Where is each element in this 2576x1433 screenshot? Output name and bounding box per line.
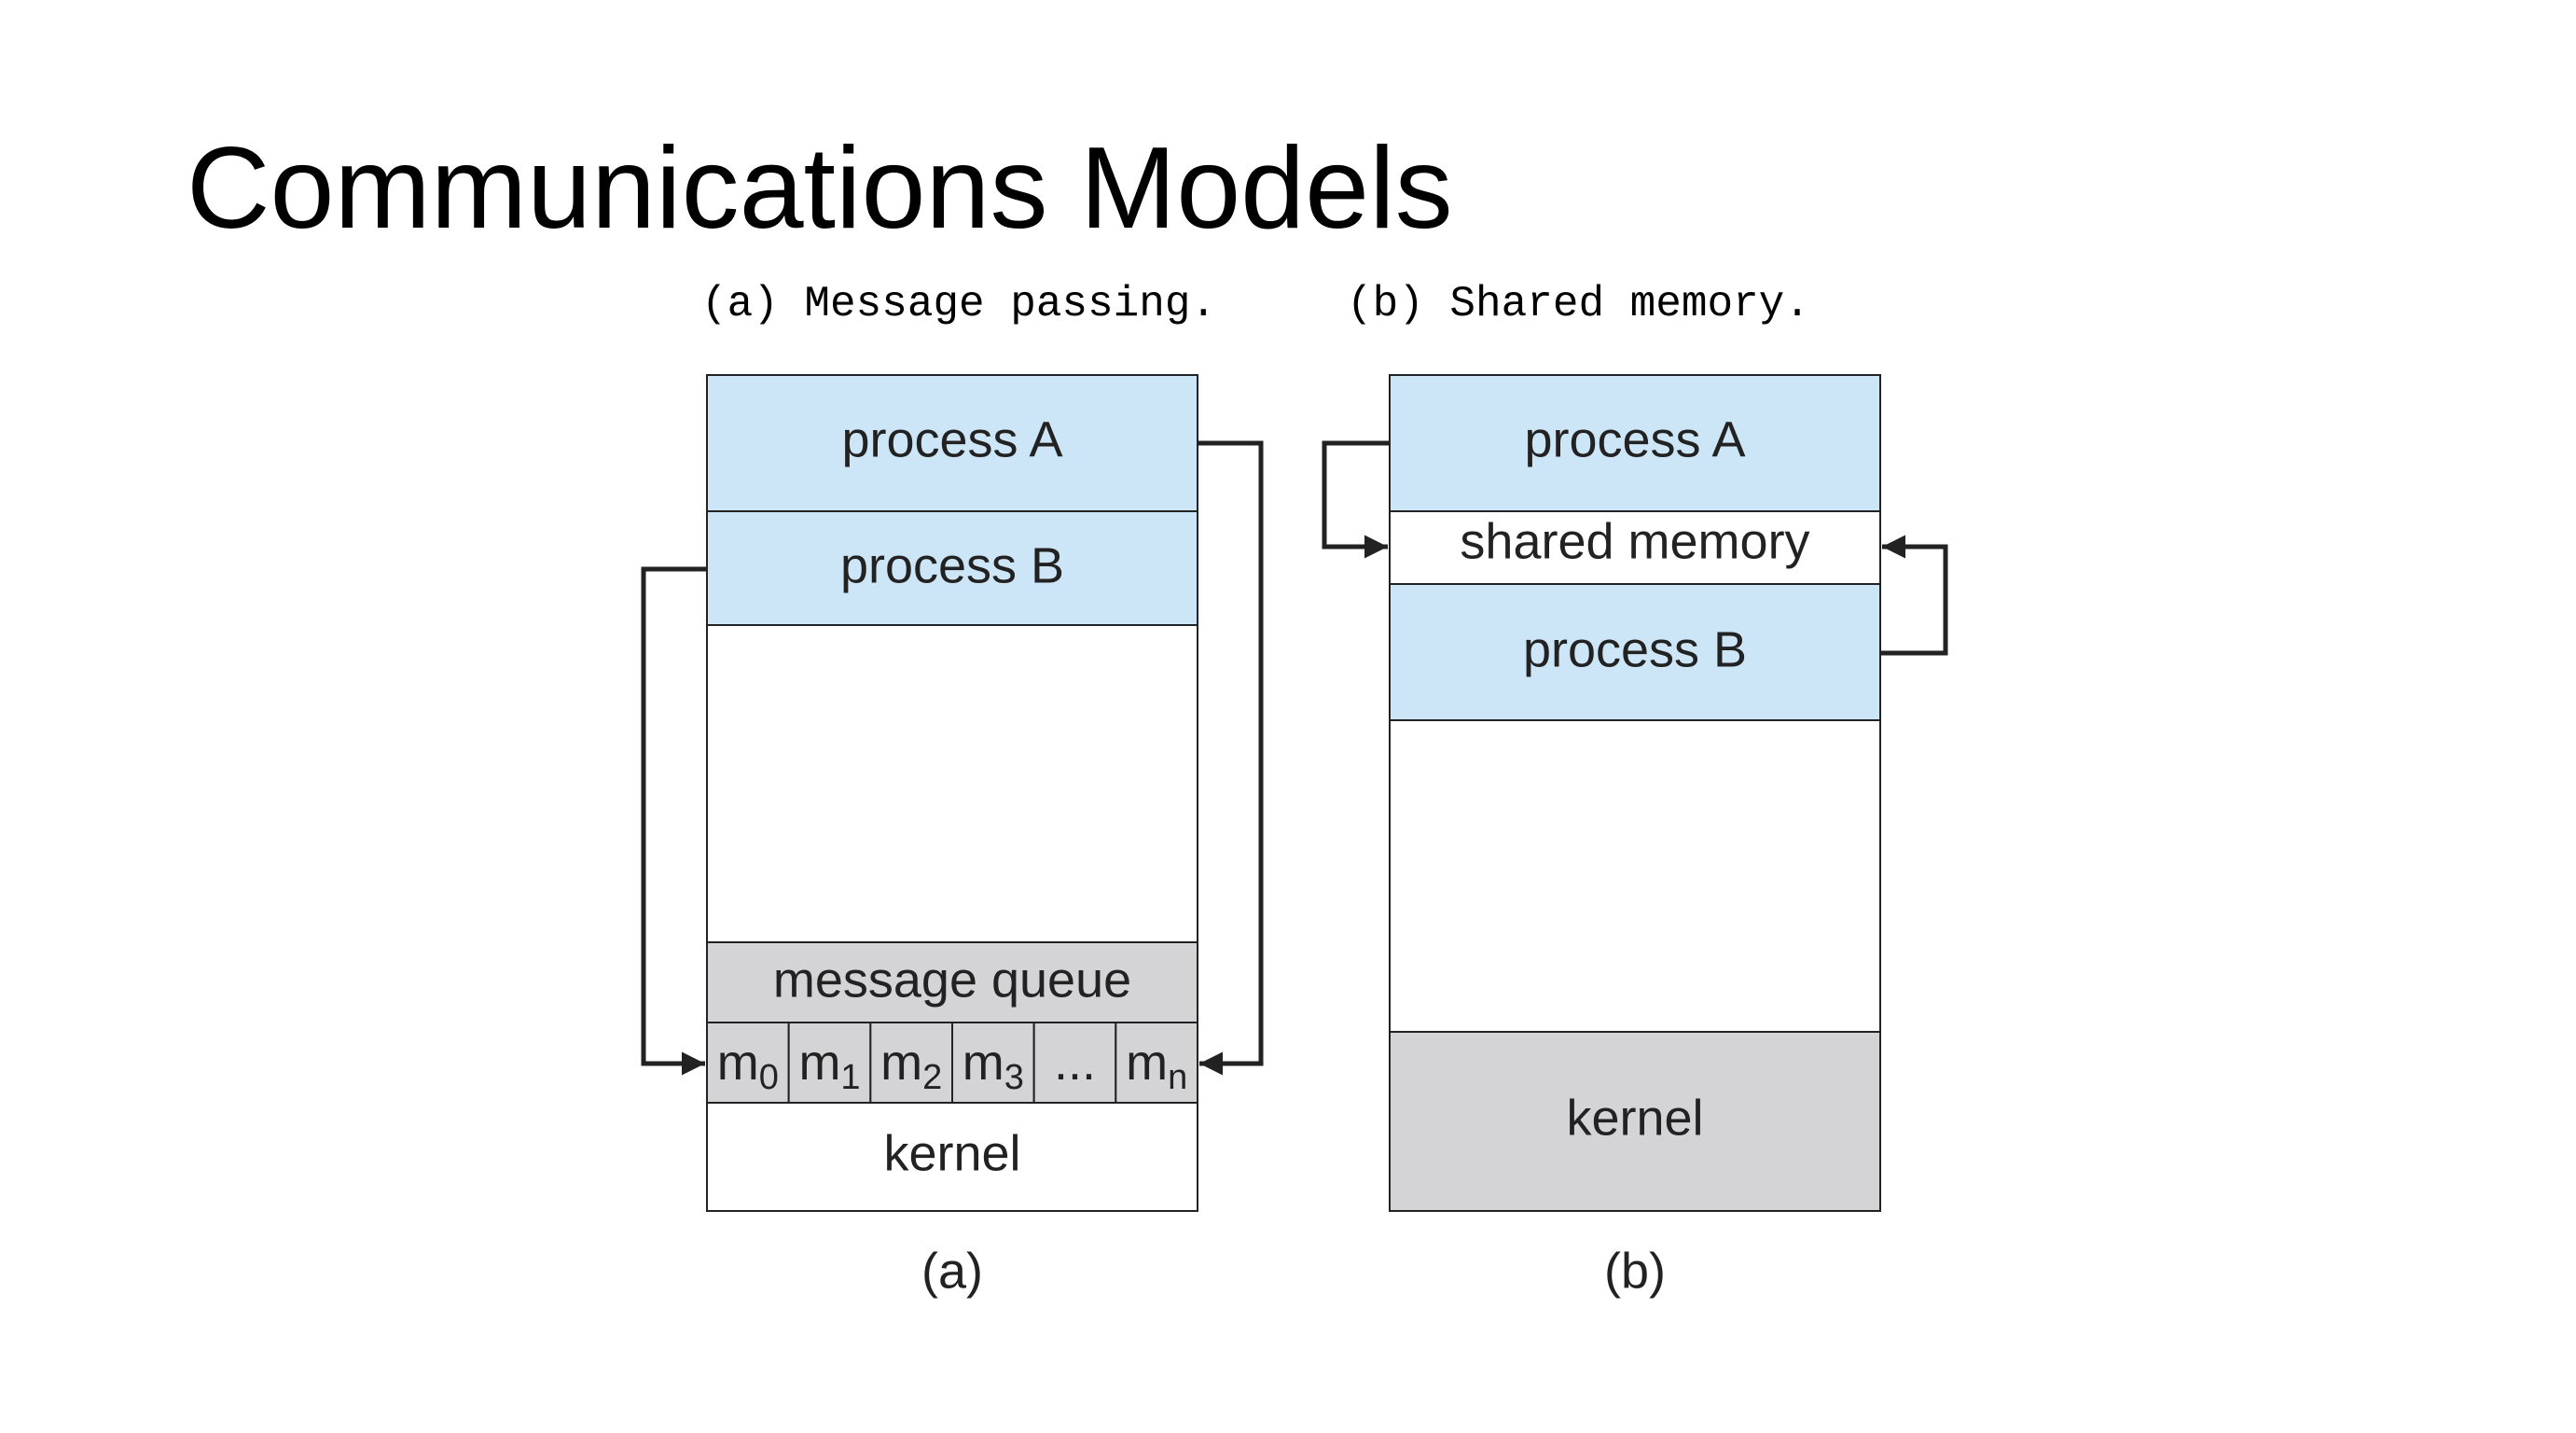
queue-cell-label: m1 — [798, 1035, 860, 1097]
panel-b-process-b-label: process B — [1523, 621, 1747, 677]
queue-cell — [1115, 1022, 1199, 1104]
queue-cell — [787, 1022, 872, 1104]
panel-b-free-space — [1389, 719, 1881, 1033]
panel-b-arrow-process-b-to-shared — [1880, 535, 1948, 656]
panel-b-kernel-label: kernel — [1566, 1090, 1703, 1146]
queue-cell-label: m2 — [880, 1035, 942, 1097]
queue-cell-label: ... — [1054, 1035, 1096, 1091]
panel-a-caption-label: (a) — [921, 1243, 983, 1299]
panel-a-kernel-label: kernel — [883, 1125, 1020, 1181]
panel-b-shared-memory-label: shared memory — [1460, 513, 1809, 569]
panel-a-arrow-process-a-to-queue — [1198, 440, 1264, 1076]
queue-cell-label: m3 — [963, 1035, 1024, 1097]
panel-b-caption-label: (b) — [1604, 1243, 1666, 1299]
panel-a-kernel-box — [706, 1102, 1198, 1212]
queue-cell — [1032, 1022, 1117, 1104]
panel-a-free-space — [706, 624, 1198, 943]
panel-message-passing: process A process B message queue m0 m1 m2… — [641, 374, 1264, 1299]
panel-b-process-a-label: process A — [1524, 411, 1745, 467]
panel-a-arrow-process-b-to-queue — [641, 566, 707, 1076]
queue-cell-label: m0 — [717, 1035, 779, 1097]
panel-b-process-b-box — [1389, 583, 1881, 721]
panel-a-message-queue-label: message queue — [773, 952, 1131, 1008]
panel-b-process-a-box — [1389, 374, 1881, 512]
panel-b-arrow-process-a-to-shared — [1322, 440, 1390, 559]
panel-a-queue-cells: m0 m1 m2 m3... mn — [706, 1022, 1199, 1104]
panel-a-process-b-label: process B — [840, 537, 1064, 593]
panel-b-kernel-box — [1389, 1031, 1881, 1212]
caption-shared-memory: (b) Shared memory. — [1347, 280, 1810, 328]
queue-cell — [869, 1022, 953, 1104]
queue-cell-label: mn — [1126, 1035, 1187, 1097]
queue-cell — [951, 1022, 1035, 1104]
caption-message-passing: (a) Message passing. — [701, 280, 1217, 328]
panel-shared-memory: process A shared memory process B kernel… — [1322, 374, 1948, 1299]
panel-a-process-a-label: process A — [841, 411, 1062, 467]
slide-title: Communications Models — [187, 124, 1453, 253]
